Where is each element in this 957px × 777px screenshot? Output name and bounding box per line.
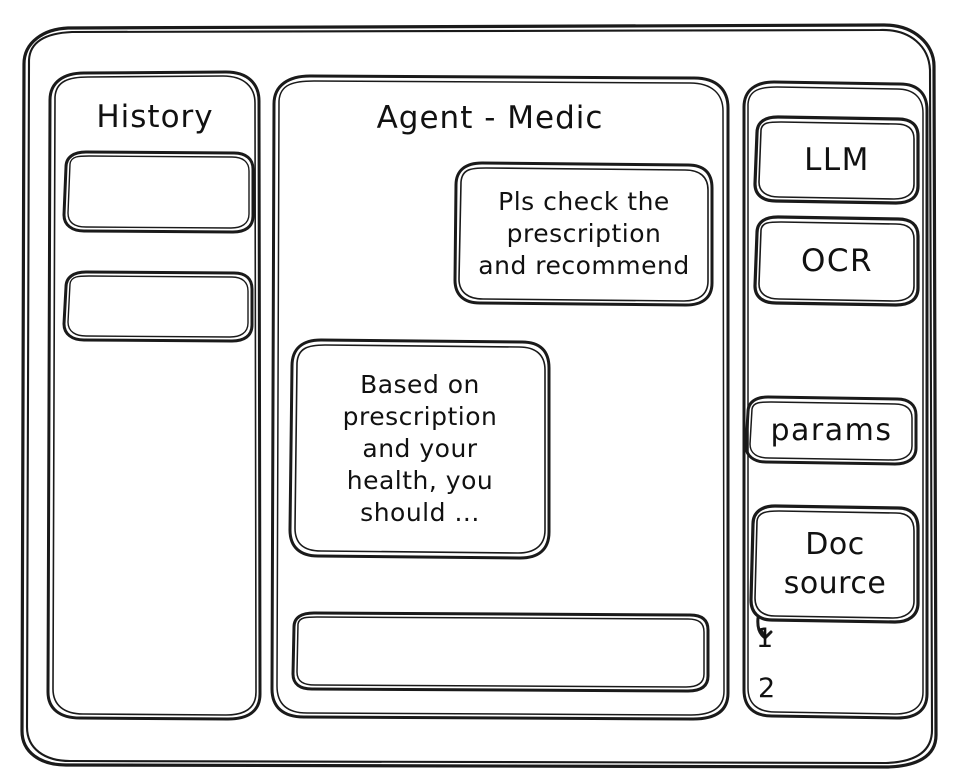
composer-input[interactable] <box>293 613 709 691</box>
doc-source-button[interactable]: Doc source <box>783 527 887 601</box>
history-item-2[interactable] <box>64 272 253 341</box>
doc-source-item-2[interactable]: 2 <box>758 672 776 704</box>
doc-source-item-1[interactable]: 1 <box>756 622 774 654</box>
history-panel-title: History <box>96 99 214 135</box>
assistant-message-bubble: Based on prescription and your health, y… <box>342 370 498 527</box>
params-button[interactable]: params <box>770 413 893 448</box>
ocr-button[interactable]: OCR <box>800 243 874 279</box>
history-item-1[interactable] <box>64 152 254 232</box>
main-panel-title: Agent - Medic <box>376 100 604 136</box>
user-message-bubble: Pls check the prescription and recommend <box>478 187 690 280</box>
llm-button[interactable]: LLM <box>804 142 870 178</box>
